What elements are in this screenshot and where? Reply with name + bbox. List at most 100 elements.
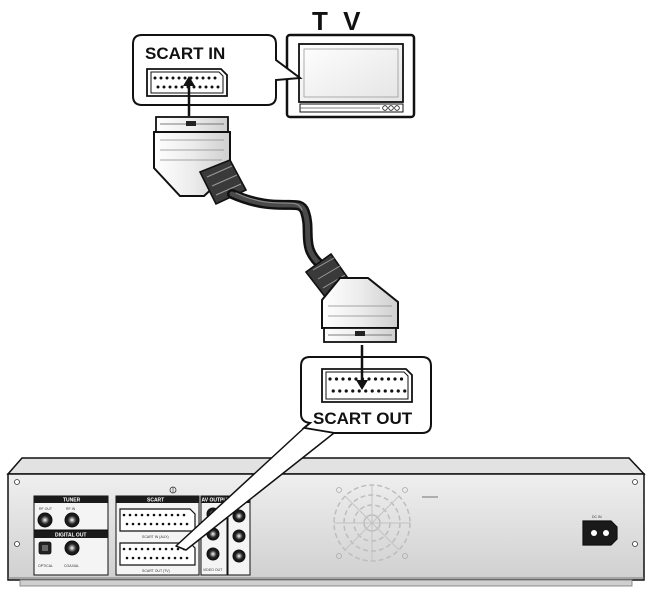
socket-pin [370,389,374,393]
socket-pin [173,556,177,560]
socket-pin [140,547,144,551]
video-out-label: VIDEO OUT [203,568,223,572]
socket-pin [393,377,397,381]
socket-pin [183,76,187,80]
socket-pin [204,85,208,89]
socket-pin [180,85,184,89]
socket-pin [165,76,169,80]
socket-pin [344,389,348,393]
socket-pin [201,76,205,80]
socket-pin [192,85,196,89]
socket-pin [161,522,165,526]
socket-pin [174,85,178,89]
socket-pin [167,522,171,526]
socket-pin [146,513,150,517]
socket-pin [125,522,129,526]
socket-pin [338,389,342,393]
scart-in-aux-socket [119,508,196,532]
socket-pin [377,389,381,393]
socket-pin [156,85,160,89]
socket-pin [131,556,135,560]
socket-pin [373,377,378,381]
socket-pin [364,389,368,393]
socket-pin [158,513,162,517]
socket-pin [347,377,352,381]
socket-pin [152,513,156,517]
socket-pin [179,556,183,560]
socket-pin [390,389,394,393]
socket-pin [195,76,199,80]
socket-pin [134,547,138,551]
socket-pin [153,76,157,80]
socket-pin [386,377,391,381]
socket-pin [161,556,165,560]
socket-pin [331,389,335,393]
scart-out-label: SCART OUT [313,409,413,428]
socket-pin [176,513,180,517]
socket-pin [155,556,159,560]
optical-label: OPTICAL [38,564,53,568]
socket-pin [164,547,168,551]
socket-pin [380,377,384,381]
socket-pin [396,389,400,393]
socket-pin [128,513,132,517]
socket-pin [122,547,126,551]
scart-in-label: SCART IN [145,44,225,63]
socket-pin [177,76,181,80]
scart-out-socket [321,368,413,403]
dc-in-jack: DC IN [582,515,618,546]
socket-pin [152,547,156,551]
socket-pin [164,513,168,517]
socket-pin [173,522,177,526]
socket-pin [143,556,147,560]
socket-pin [131,522,135,526]
socket-pin [354,377,358,381]
scart-plug-bottom [304,252,399,343]
socket-pin [179,522,183,526]
socket-pin [328,377,332,381]
socket-pin [125,556,129,560]
tuner-section: TUNER RF OUT RF IN [33,495,109,531]
scart-section-label: SCART [147,498,164,504]
socket-pin [351,389,355,393]
coaxial-label: COAXIAL [64,564,79,568]
scart-cable [227,189,327,271]
rf-out-jack [37,512,53,528]
socket-pin [149,556,153,560]
scart-section: SCART SCART IN (AUX) SCART OUT (TV) [115,495,200,576]
tuner-label: TUNER [63,498,81,504]
socket-pin [185,522,189,526]
socket-pin [168,85,172,89]
rf-out-label: RF OUT [39,507,53,511]
socket-pin [140,513,144,517]
coaxial-jack [64,540,80,556]
socket-pin [122,513,126,517]
socket-pin [155,522,159,526]
fan-grille [333,484,411,562]
tv-label: T V [312,6,364,36]
socket-pin [367,377,371,381]
socket-pin [403,389,407,393]
socket-pin [213,76,217,80]
socket-pin [210,85,214,89]
socket-pin [185,556,189,560]
tv-icon [285,33,416,119]
socket-pin [383,389,387,393]
rf-in-jack [64,512,80,528]
socket-pin [216,85,220,89]
socket-pin [149,522,153,526]
scart-in-callout: SCART IN [132,34,303,116]
socket-pin [143,522,147,526]
digital-out-section: DIGITAL OUT OPTICAL COAXIAL [33,530,109,576]
socket-pin [176,547,180,551]
rf-in-label: RF IN [66,507,76,511]
socket-pin [207,76,211,80]
socket-pin [357,389,361,393]
socket-pin [170,547,174,551]
socket-pin [341,377,345,381]
socket-pin [334,377,339,381]
socket-pin [171,76,175,80]
zoom-callout-beam [175,427,335,551]
socket-pin [159,76,163,80]
